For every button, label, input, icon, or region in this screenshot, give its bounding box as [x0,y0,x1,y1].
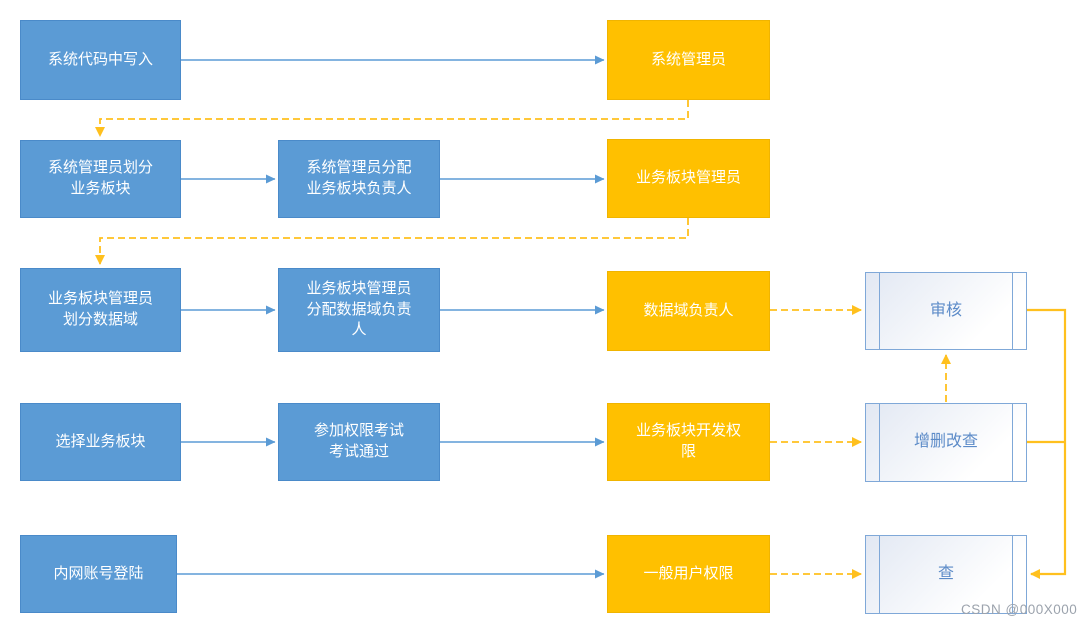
node-label: 业务板块管理员 分配数据域负责 人 [306,279,412,339]
node-label: 选择业务板块 [55,432,146,450]
node-query: 查 [865,535,1027,614]
node-crud: 增删改查 [865,403,1027,482]
watermark: CSDN @000X000 [961,602,1078,617]
line-review-loop-to-query [1027,308,1067,579]
node-intranet: 内网账号登陆 [20,535,177,613]
node-board-assign: 业务板块管理员 分配数据域负责 人 [278,268,440,352]
node-admin-assign: 系统管理员分配 业务板块负责人 [278,140,440,218]
node-select-board: 选择业务板块 [20,403,181,481]
node-review: 审核 [865,272,1027,350]
dashed-boardadmin-to-boarddivide [95,218,689,265]
node-label: 数据域负责人 [643,301,734,319]
node-exam: 参加权限考试 考试通过 [278,403,440,481]
node-label: 增删改查 [913,433,978,451]
node-label: 系统管理员划分 业务板块 [47,159,153,197]
node-label: 业务板块开发权 限 [635,422,741,460]
node-board-admin: 业务板块管理员 [607,139,770,218]
dashed-sysadmin-to-admindivide [95,100,689,137]
node-label: 参加权限考试 考试通过 [313,422,404,460]
node-label: 系统管理员 [650,50,726,68]
node-board-divide: 业务板块管理员 划分数据域 [20,268,181,352]
node-label: 一般用户权限 [643,564,734,582]
node-dev-perm: 业务板块开发权 限 [607,403,770,481]
node-label: 内网账号登陆 [53,564,144,582]
node-label: 审核 [929,301,962,319]
node-sys-code: 系统代码中写入 [20,20,181,100]
node-label: 系统代码中写入 [47,50,153,68]
node-label: 业务板块管理员 划分数据域 [47,290,153,328]
node-admin-divide: 系统管理员划分 业务板块 [20,140,181,218]
node-domain-owner: 数据域负责人 [607,271,770,351]
node-label: 业务板块管理员 [635,169,741,187]
node-label: 系统管理员分配 业务板块负责人 [306,159,412,197]
node-sys-admin: 系统管理员 [607,20,770,100]
node-general-perm: 一般用户权限 [607,535,770,613]
node-label: 查 [937,565,954,583]
